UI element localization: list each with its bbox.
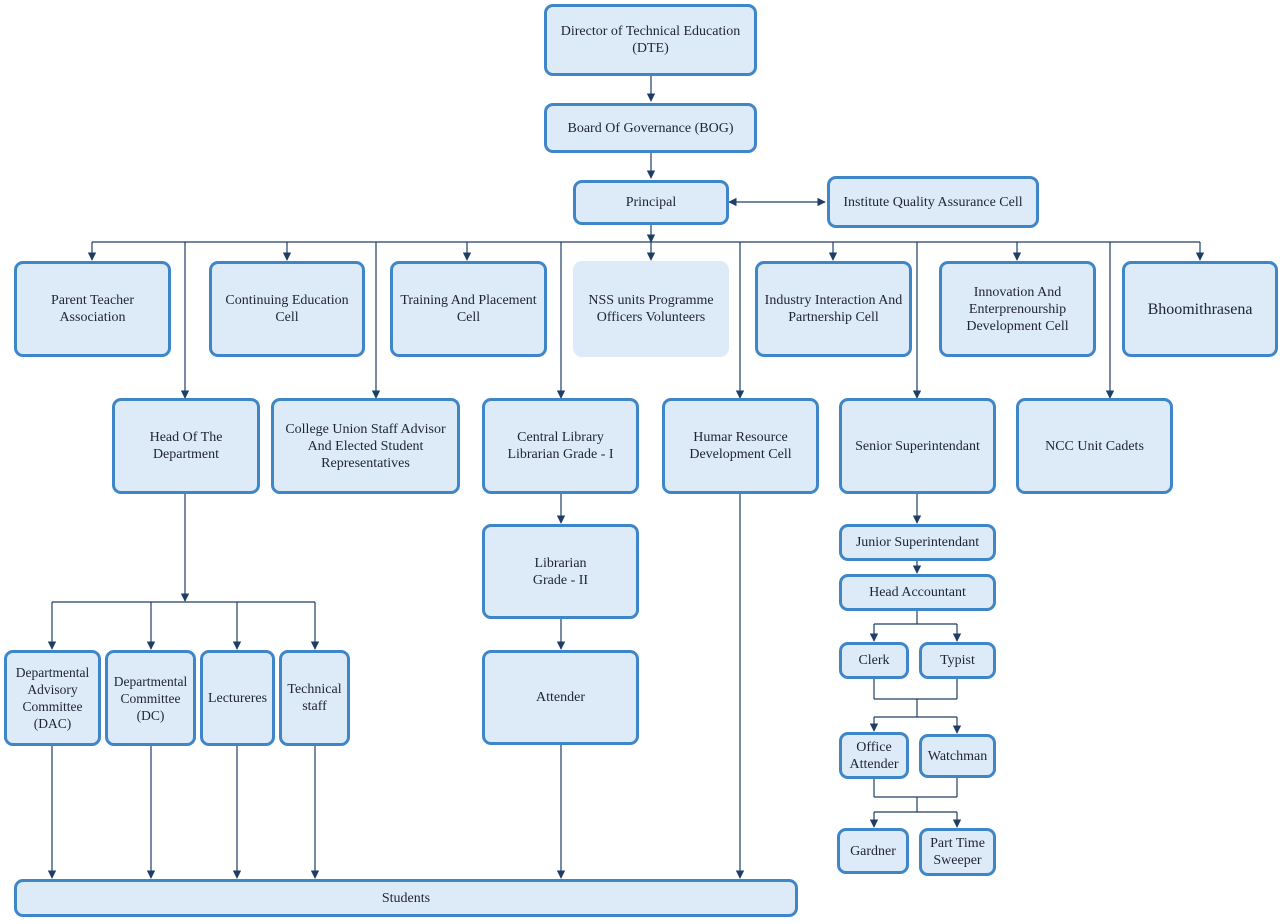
node-gardner: Gardner [837, 828, 909, 874]
node-innovation: Innovation And Enterprenourship Developm… [939, 261, 1096, 357]
node-iqac: Institute Quality Assurance Cell [827, 176, 1039, 228]
node-dac: Departmental Advisory Committee (DAC) [4, 650, 101, 746]
node-office-attender: Office Attender [839, 732, 909, 779]
node-senior-superintendant: Senior Superintendant [839, 398, 996, 494]
node-industry-interaction: Industry Interaction And Partnership Cel… [755, 261, 912, 357]
node-hod: Head Of The Department [112, 398, 260, 494]
node-continuing-education: Continuing Education Cell [209, 261, 365, 357]
node-principal: Principal [573, 180, 729, 225]
node-central-library: Central Library Librarian Grade - I [482, 398, 639, 494]
node-bog: Board Of Governance (BOG) [544, 103, 757, 153]
node-hrd: Humar Resource Development Cell [662, 398, 819, 494]
node-college-union: College Union Staff Advisor And Elected … [271, 398, 460, 494]
node-students: Students [14, 879, 798, 917]
node-nss: NSS units Programme Officers Volunteers [573, 261, 729, 357]
node-attender: Attender [482, 650, 639, 745]
node-librarian-grade2: Librarian Grade - II [482, 524, 639, 619]
node-lecturers: Lectureres [200, 650, 275, 746]
node-ncc: NCC Unit Cadets [1016, 398, 1173, 494]
node-technical-staff: Technical staff [279, 650, 350, 746]
node-training-placement: Training And Placement Cell [390, 261, 547, 357]
node-clerk: Clerk [839, 642, 909, 679]
node-dc: Departmental Committee (DC) [105, 650, 196, 746]
node-part-time-sweeper: Part Time Sweeper [919, 828, 996, 876]
node-watchman: Watchman [919, 734, 996, 778]
node-head-accountant: Head Accountant [839, 574, 996, 611]
node-junior-superintendant: Junior Superintendant [839, 524, 996, 561]
node-bhoomithrasena: Bhoomithrasena [1122, 261, 1278, 357]
node-pta: Parent Teacher Association [14, 261, 171, 357]
node-dte: Director of Technical Education (DTE) [544, 4, 757, 76]
node-typist: Typist [919, 642, 996, 679]
